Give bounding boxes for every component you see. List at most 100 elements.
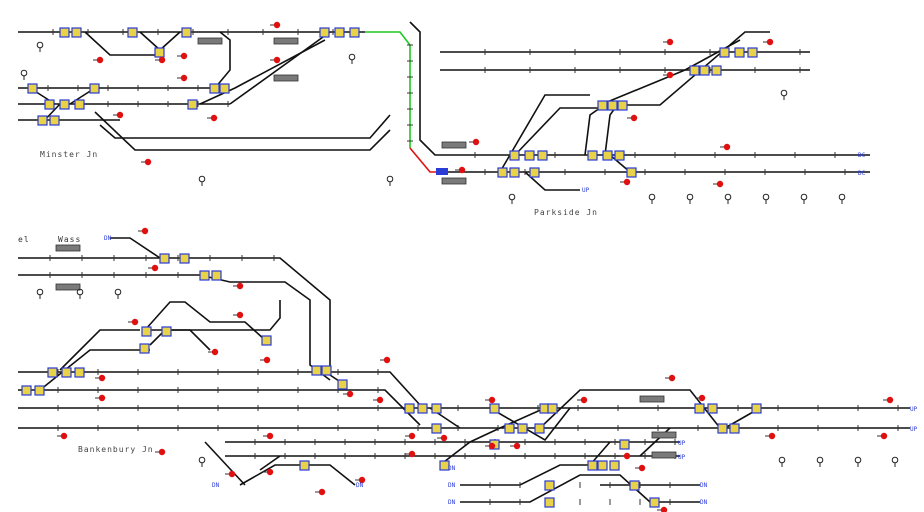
terminal-up[interactable]: UP [582,187,590,194]
point-lever-icon[interactable] [497,167,508,178]
terminal-dn[interactable]: DN [700,482,708,489]
signal-lamp-icon[interactable] [720,143,731,151]
point-lever-icon[interactable] [187,99,198,110]
track-segment[interactable] [149,329,211,351]
point-lever-icon[interactable] [711,65,722,76]
point-lever-icon[interactable] [417,403,428,414]
point-lever-icon[interactable] [699,65,710,76]
point-lever-icon[interactable] [141,326,152,337]
signal-lamp-icon[interactable] [663,38,674,46]
terminal-up[interactable]: UP [678,454,686,461]
point-lever-icon[interactable] [37,115,48,126]
point-lever-icon[interactable] [649,497,660,508]
signal-lamp-icon[interactable] [95,394,106,402]
point-lever-icon[interactable] [179,253,190,264]
point-lever-icon[interactable] [717,423,728,434]
point-lever-icon[interactable] [74,99,85,110]
point-lever-icon[interactable] [524,150,535,161]
point-lever-icon[interactable] [537,150,548,161]
terminal-dn[interactable]: DN [448,465,456,472]
terminal-dc-upper[interactable]: DC [858,152,866,159]
point-lever-icon[interactable] [509,150,520,161]
point-lever-icon[interactable] [404,403,415,414]
signal-lamp-icon[interactable] [177,74,188,82]
terminal-dn[interactable]: DN [356,482,364,489]
track-segment[interactable] [460,474,700,503]
point-lever-icon[interactable] [181,27,192,38]
point-lever-icon[interactable] [74,367,85,378]
signal-lamp-icon[interactable] [635,464,646,472]
track-segment[interactable] [144,301,266,341]
terminal-dn[interactable]: DN [448,482,456,489]
signal-lamp-icon[interactable] [207,114,218,122]
point-lever-icon[interactable] [261,335,272,346]
route-set-green[interactable] [365,31,411,148]
point-lever-icon[interactable] [504,423,515,434]
point-lever-icon[interactable] [349,27,360,38]
track-segment[interactable] [524,171,580,191]
point-lever-icon[interactable] [694,403,705,414]
track-segment[interactable] [99,114,391,139]
route-marker-icon[interactable] [436,168,448,175]
signal-lamp-icon[interactable] [485,396,496,404]
point-lever-icon[interactable] [544,497,555,508]
terminal-dn[interactable]: DN [104,235,112,242]
point-lever-icon[interactable] [321,365,332,376]
track-segment[interactable] [499,94,590,173]
signal-lamp-icon[interactable] [155,56,166,64]
point-lever-icon[interactable] [154,47,165,58]
terminal-up[interactable]: UP [910,406,918,413]
terminal-dn[interactable]: DN [212,482,220,489]
signal-lamp-icon[interactable] [95,374,106,382]
signal-lamp-icon[interactable] [469,138,480,146]
point-lever-icon[interactable] [211,270,222,281]
point-lever-icon[interactable] [311,365,322,376]
point-lever-icon[interactable] [439,460,450,471]
point-lever-icon[interactable] [547,403,558,414]
signal-lamp-icon[interactable] [663,71,674,79]
point-lever-icon[interactable] [431,403,442,414]
signal-lamp-icon[interactable] [225,470,236,478]
signal-lamp-icon[interactable] [405,432,416,440]
signal-lamp-icon[interactable] [141,158,152,166]
signal-lamp-icon[interactable] [208,348,219,356]
point-lever-icon[interactable] [337,379,348,390]
point-lever-icon[interactable] [529,167,540,178]
point-lever-icon[interactable] [609,460,620,471]
signal-lamp-icon[interactable] [577,396,588,404]
signal-lamp-icon[interactable] [177,52,188,60]
signal-lamp-icon[interactable] [665,374,676,382]
track-segment[interactable] [439,427,501,466]
signal-lamp-icon[interactable] [695,394,706,402]
point-lever-icon[interactable] [49,115,60,126]
point-lever-icon[interactable] [626,167,637,178]
terminal-dn[interactable]: DN [700,499,708,506]
track-segment[interactable] [409,21,870,156]
track-segment[interactable] [214,31,231,89]
track-segment[interactable] [94,111,391,151]
point-lever-icon[interactable] [34,385,45,396]
track-segment[interactable] [18,257,346,386]
point-lever-icon[interactable] [597,460,608,471]
terminal-dc-lower[interactable]: DC [858,170,866,177]
signal-lamp-icon[interactable] [93,56,104,64]
point-lever-icon[interactable] [27,83,38,94]
signal-lamp-icon[interactable] [765,432,776,440]
point-lever-icon[interactable] [747,47,758,58]
point-lever-icon[interactable] [199,270,210,281]
track-segment[interactable] [110,237,161,259]
signal-lamp-icon[interactable] [270,21,281,29]
point-lever-icon[interactable] [587,150,598,161]
track-segment[interactable] [150,300,281,331]
point-lever-icon[interactable] [159,253,170,264]
signal-lamp-icon[interactable] [620,178,631,186]
track-segment[interactable] [460,441,611,486]
point-lever-icon[interactable] [544,480,555,491]
signal-lamp-icon[interactable] [233,311,244,319]
point-lever-icon[interactable] [597,100,608,111]
track-segment[interactable] [539,389,721,429]
signal-lamp-icon[interactable] [627,114,638,122]
point-lever-icon[interactable] [127,27,138,38]
signal-lamp-icon[interactable] [380,356,391,364]
track-segment[interactable] [514,107,605,156]
